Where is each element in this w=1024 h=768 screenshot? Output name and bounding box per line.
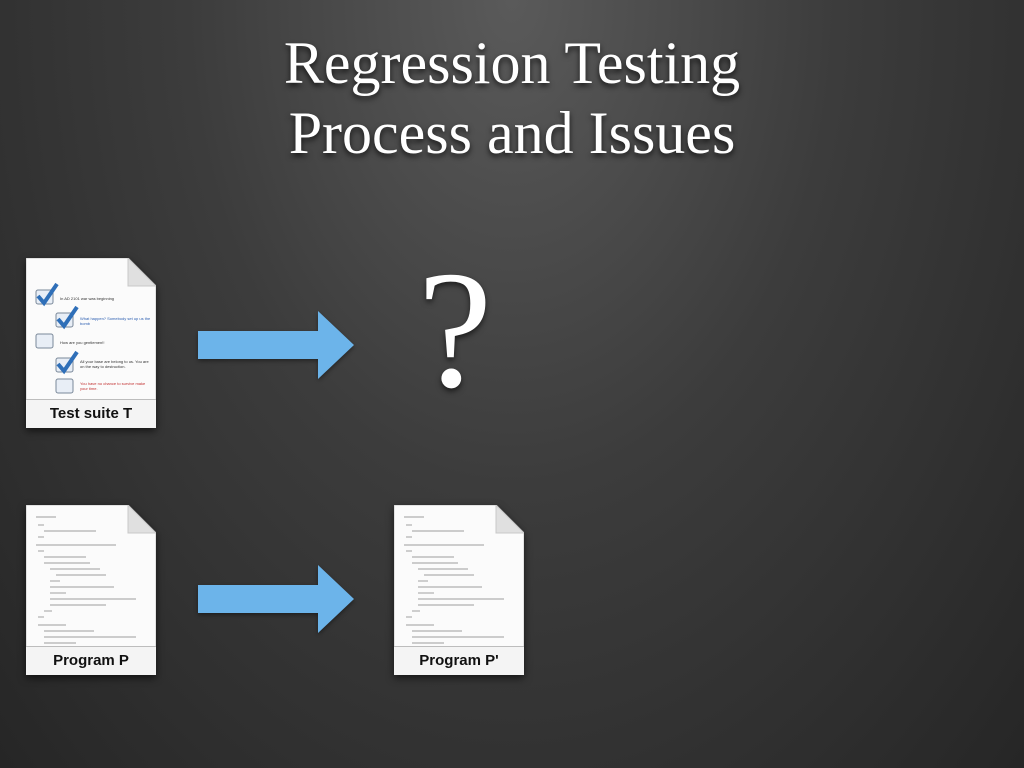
question-mark: ? xyxy=(417,237,493,423)
program-p-label: Program P xyxy=(26,646,156,675)
program-p-prime-document: Program P' xyxy=(394,505,524,675)
title-line-1: Regression Testing xyxy=(283,30,741,96)
checklist-item-4: All your base are belong to us. You are … xyxy=(80,359,149,369)
right-arrow-icon xyxy=(198,311,354,379)
checklist-document-icon xyxy=(26,258,156,428)
checklist-item-2: What happen? Somebody set up us the bomb xyxy=(80,316,151,326)
checklist-item-3: How are you gentlemen!! xyxy=(60,340,105,345)
program-p-prime-label: Program P' xyxy=(394,646,524,675)
code-document-icon xyxy=(394,505,524,675)
title-line-2: Process and Issues xyxy=(288,100,736,166)
test-suite-label: Test suite T xyxy=(26,399,156,428)
right-arrow-icon xyxy=(198,565,354,633)
slide-title: Regression Testing Process and Issues xyxy=(0,28,1024,168)
test-suite-document: In AD 2101 war was beginning What happen… xyxy=(26,258,156,428)
program-p-document: Program P xyxy=(26,505,156,675)
checklist-item-1: In AD 2101 war was beginning xyxy=(60,296,115,301)
code-document-icon xyxy=(26,505,156,675)
checklist-item-5: You have no chance to survive make your … xyxy=(80,381,146,391)
